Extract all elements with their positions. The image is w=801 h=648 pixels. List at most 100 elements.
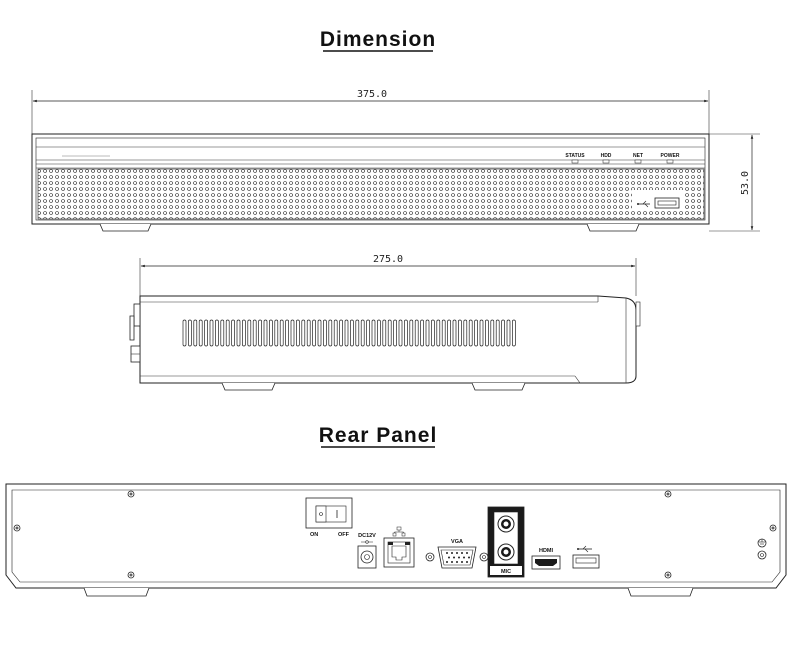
- hdmi-label: HDMI: [539, 548, 554, 554]
- audio-panel: MIC: [487, 506, 525, 578]
- vent-slot: [290, 319, 295, 347]
- vent-slot: [242, 319, 246, 347]
- vent-slot: [350, 319, 354, 347]
- vga-pin: [456, 561, 458, 563]
- vent-slot: [463, 319, 468, 347]
- vent-slot: [188, 319, 192, 347]
- vent-slot: [355, 319, 360, 347]
- ground-icon: [757, 538, 767, 548]
- vent-slot: [360, 319, 365, 347]
- vent-slot: [258, 319, 262, 347]
- vent-slot: [501, 319, 505, 347]
- vent-slot: [269, 319, 273, 347]
- dimension-heading: Dimension: [320, 28, 436, 52]
- vent-slot: [296, 319, 300, 347]
- switch-off-label: OFF: [338, 532, 350, 538]
- vent-slot: [447, 319, 451, 347]
- front-usb-port: [654, 197, 680, 209]
- audio-jack-top: [497, 515, 515, 533]
- vent-slot: [301, 319, 306, 347]
- vent-slot: [247, 319, 252, 347]
- svg-text:NET: NET: [633, 153, 643, 159]
- vga-pin: [461, 552, 463, 554]
- vga-pin: [456, 552, 458, 554]
- vent-slot: [409, 319, 414, 347]
- vent-slot: [393, 319, 397, 347]
- vent-slot: [474, 319, 478, 347]
- vent-slot: [436, 319, 441, 347]
- switch-on-label: ON: [310, 532, 318, 538]
- vent-slot: [220, 319, 225, 347]
- vent-slot: [506, 319, 511, 347]
- vent-slot: [371, 319, 376, 347]
- vga-pin: [461, 561, 463, 563]
- vent-slot: [458, 319, 462, 347]
- vga-pin: [446, 552, 448, 554]
- vent-slot: [479, 319, 484, 347]
- rear-usb-port: [572, 545, 600, 569]
- vga-pin: [451, 552, 453, 554]
- side-view: 275.0: [129, 254, 641, 391]
- vent-slot: [398, 319, 403, 347]
- hdmi-port: HDMI: [531, 548, 561, 570]
- indicator-status: STATUS: [565, 153, 585, 164]
- vent-slot: [366, 319, 370, 347]
- vent-slot: [279, 319, 284, 347]
- vent-slot: [431, 319, 435, 347]
- vent-slot: [485, 319, 489, 347]
- vent-slot: [490, 319, 495, 347]
- vent-slot: [252, 319, 257, 347]
- vga-pin: [453, 556, 455, 559]
- svg-text:HDD: HDD: [601, 153, 612, 159]
- vent-slot: [404, 319, 408, 347]
- vent-slot: [215, 319, 219, 347]
- svg-text:POWER: POWER: [661, 153, 680, 159]
- vent-slot: [209, 319, 214, 347]
- vent-slot: [225, 319, 230, 347]
- svg-text:Rear Panel: Rear Panel: [319, 424, 438, 447]
- vent-slot: [333, 319, 338, 347]
- svg-text:Dimension: Dimension: [320, 28, 436, 51]
- vent-slot: [236, 319, 241, 347]
- height-dimension: 53.0: [740, 171, 751, 195]
- vent-slot: [204, 319, 208, 347]
- vent-slot: [425, 319, 430, 347]
- vent-slot: [495, 319, 500, 347]
- ground-screw: [757, 550, 767, 560]
- vent-slot: [441, 319, 446, 347]
- rear-panel: ON OFF DC12V: [5, 483, 787, 597]
- vent-slot: [344, 319, 349, 347]
- vent-slot: [452, 319, 457, 347]
- vent-slot: [274, 319, 279, 347]
- vent-slot: [387, 319, 392, 347]
- vent-slot: [285, 319, 289, 347]
- vga-pin: [448, 556, 450, 559]
- vga-label: VGA: [451, 539, 463, 545]
- usb-icon: [637, 200, 650, 208]
- dc-polarity-icon: [361, 540, 373, 544]
- dc-in-label: DC12V: [358, 533, 376, 539]
- vent-slot: [182, 319, 187, 347]
- audio-jack-mic: [497, 543, 515, 561]
- vent-slot: [193, 319, 198, 347]
- front-width-dimension: 375.0: [357, 89, 387, 100]
- vent-slot: [339, 319, 343, 347]
- vga-pin: [468, 556, 470, 559]
- ethernet-port: [383, 537, 415, 568]
- vent-slot: [263, 319, 268, 347]
- vga-pin: [463, 556, 465, 559]
- power-switch: ON OFF: [305, 497, 353, 538]
- vga-pin: [446, 561, 448, 563]
- network-icon: [392, 526, 406, 537]
- vent-slot: [328, 319, 333, 347]
- vent-slot: [306, 319, 311, 347]
- mic-label: MIC: [501, 569, 511, 575]
- depth-dimension: 275.0: [373, 254, 403, 265]
- vent-slot: [198, 319, 203, 347]
- dc-power-port: DC12V: [357, 533, 377, 569]
- vent-slot: [414, 319, 419, 347]
- vent-slot: [312, 319, 316, 347]
- indicator-net: NET: [633, 153, 643, 164]
- vent-slot: [377, 319, 381, 347]
